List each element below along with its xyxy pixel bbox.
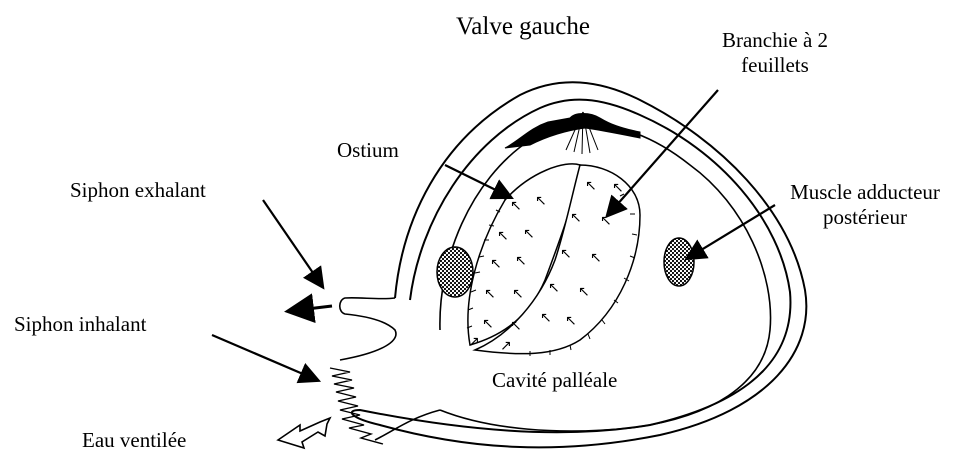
svg-text:↖: ↖ xyxy=(578,284,590,300)
cavity-label: Cavité palléale xyxy=(492,368,617,393)
svg-text:↖: ↖ xyxy=(560,246,572,262)
inhalant-siphon-fringe xyxy=(330,368,383,444)
exhalant-siphon xyxy=(340,298,396,360)
svg-text:↗: ↗ xyxy=(500,338,512,354)
svg-text:↖: ↖ xyxy=(590,250,602,266)
svg-text:↖: ↖ xyxy=(565,313,577,329)
posterior-adductor-muscle xyxy=(664,238,694,286)
svg-text:↖: ↖ xyxy=(600,213,612,229)
svg-text:↖: ↖ xyxy=(535,193,547,209)
gill-label-line2: feuillets xyxy=(690,53,860,78)
anterior-adductor-muscle xyxy=(437,247,473,297)
svg-text:↖: ↖ xyxy=(540,310,552,326)
svg-text:↖: ↖ xyxy=(548,280,560,296)
muscle-label: Muscle adducteur postérieur xyxy=(760,180,968,230)
ventilated-water-label: Eau ventilée xyxy=(82,428,186,453)
svg-text:↖: ↖ xyxy=(484,286,496,302)
ostium-label: Ostium xyxy=(337,138,399,163)
svg-text:↖: ↖ xyxy=(515,253,527,269)
muscle-label-line1: Muscle adducteur xyxy=(760,180,968,205)
svg-text:↖: ↖ xyxy=(497,228,509,244)
svg-text:↖: ↖ xyxy=(523,226,535,242)
svg-text:↖: ↖ xyxy=(512,286,524,302)
svg-text:↖: ↖ xyxy=(585,178,597,194)
svg-text:↖: ↖ xyxy=(570,210,582,226)
muscle-label-line2: postérieur xyxy=(760,205,968,230)
arrow-siphon-exhalant xyxy=(263,200,322,286)
svg-text:↗: ↗ xyxy=(468,334,480,350)
arrow-siphon-inhalant xyxy=(212,335,317,380)
svg-text:↖: ↖ xyxy=(510,318,522,334)
title-label: Valve gauche xyxy=(456,12,590,42)
svg-text:↖: ↖ xyxy=(490,256,502,272)
svg-text:↖: ↖ xyxy=(510,198,522,214)
gill-label: Branchie à 2 feuillets xyxy=(690,28,860,78)
siphon-inhalant-label: Siphon inhalant xyxy=(14,312,146,337)
svg-text:↖: ↖ xyxy=(482,316,494,332)
hinge-ligament xyxy=(505,114,640,149)
ventilated-water-arrow xyxy=(278,418,330,448)
arrow-exhaled-water xyxy=(290,306,332,311)
gill-label-line1: Branchie à 2 xyxy=(690,28,860,53)
siphon-exhalant-label: Siphon exhalant xyxy=(70,178,206,203)
svg-text:↖: ↖ xyxy=(612,180,624,196)
